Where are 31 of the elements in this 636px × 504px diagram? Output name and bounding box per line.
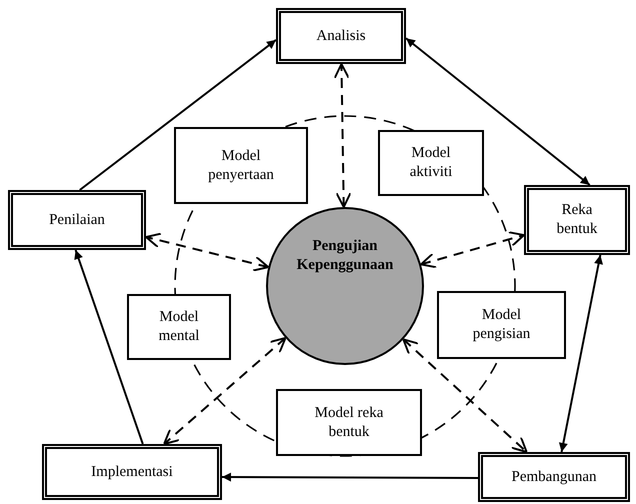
node-label: Reka bentuk [556, 201, 598, 239]
dashed-arrow [163, 336, 286, 445]
model-box [127, 294, 231, 360]
model-box [174, 127, 308, 204]
model-box [276, 389, 422, 456]
node-label: Pengujian Kepenggunaan [296, 237, 394, 274]
node-label: Penilaian [49, 210, 105, 230]
arrow [222, 472, 478, 482]
dashed-arrow [402, 338, 528, 453]
node-label: Model aktiviti [408, 144, 454, 182]
node-label: Implementasi [91, 462, 173, 482]
phase-box [276, 8, 406, 64]
node-label: Model reka bentuk [314, 404, 384, 442]
node-label: Model pengisian [472, 306, 532, 344]
phase-box [42, 444, 222, 500]
phase-box [8, 190, 146, 250]
dashed-arrow [420, 231, 525, 268]
node-label: Model mental [158, 308, 200, 346]
model-box [378, 130, 484, 196]
arrow [74, 250, 144, 444]
arrow [405, 37, 590, 186]
node-label: Model penyertaan [207, 146, 275, 184]
node-label: Analisis [316, 26, 366, 46]
arrow [558, 254, 603, 452]
phase-box [524, 185, 630, 255]
node-label: Pembangunan [512, 468, 596, 486]
arrow [79, 39, 277, 191]
phase-box [478, 452, 630, 502]
dashed-arrow [145, 232, 270, 272]
dashed-arrow [334, 63, 352, 208]
model-box [437, 291, 566, 359]
